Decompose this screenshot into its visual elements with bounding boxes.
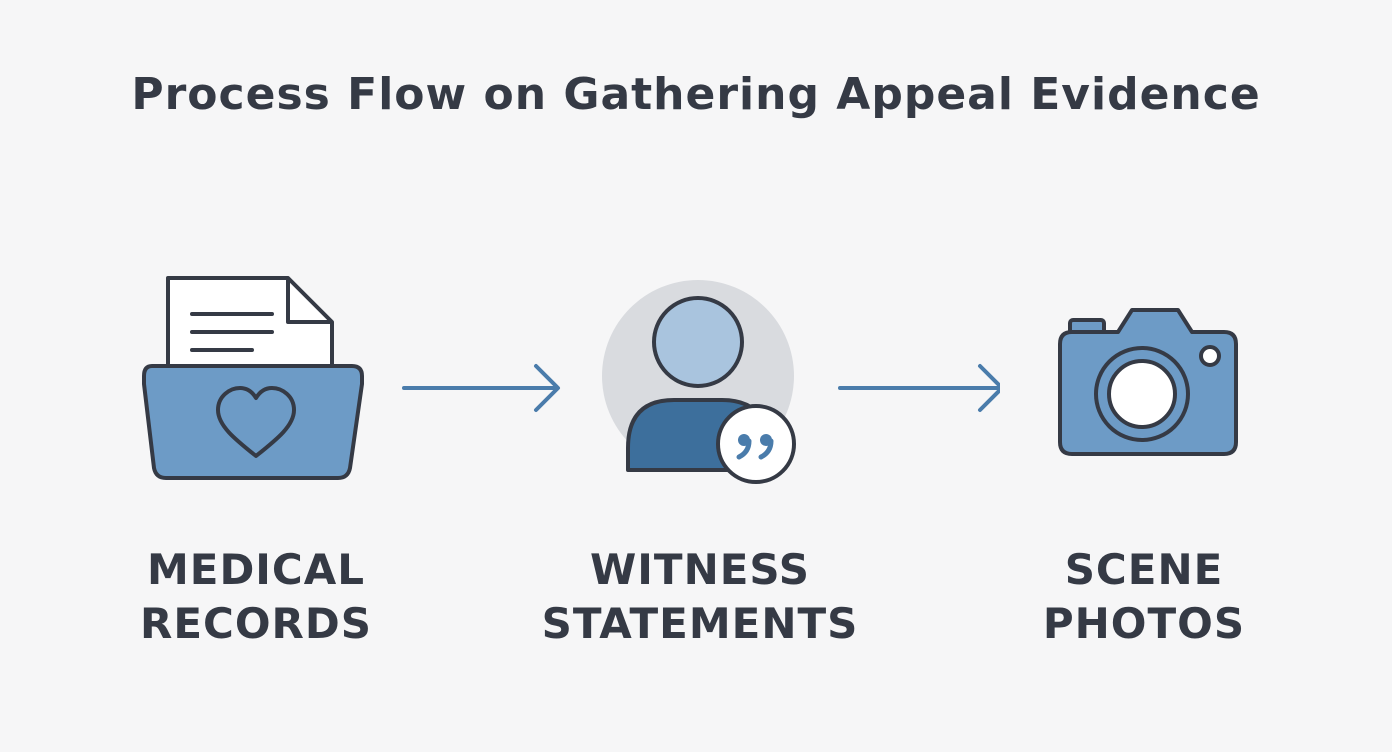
step-label-line: STATEMENTS (541, 599, 859, 648)
step-label-medical-records: MEDICAL RECORDS (106, 543, 406, 651)
step-label-witness-statements: WITNESS STATEMENTS (520, 543, 880, 651)
camera-icon (1058, 308, 1238, 456)
step-label-line: MEDICAL (146, 545, 366, 594)
step-label-line: SCENE (1064, 545, 1224, 594)
step-label-line: RECORDS (139, 599, 372, 648)
page-title: Process Flow on Gathering Appeal Evidenc… (131, 69, 1261, 120)
flow-arrow-1 (402, 364, 560, 412)
step-label-line: WITNESS (589, 545, 811, 594)
step-label-scene-photos: SCENE PHOTOS (1000, 543, 1288, 651)
folder-medical-icon (142, 276, 364, 480)
witness-person-icon (602, 280, 796, 484)
flow-arrow-2 (838, 364, 1000, 412)
step-label-line: PHOTOS (1042, 599, 1246, 648)
